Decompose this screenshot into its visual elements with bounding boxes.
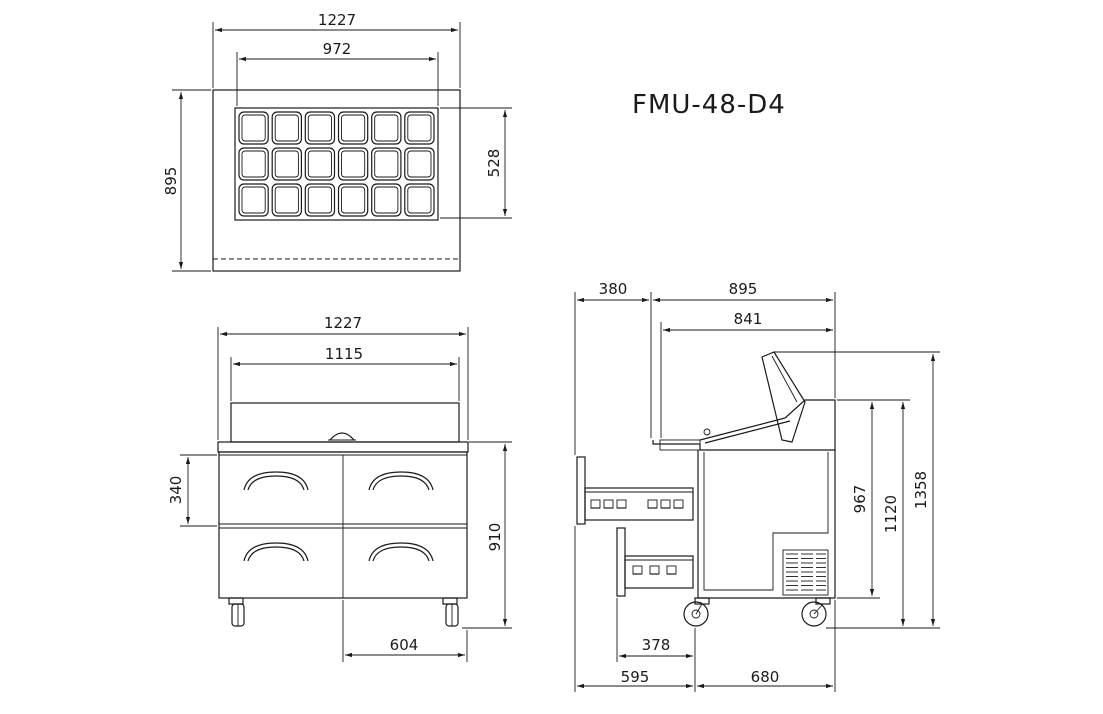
food-pan [404, 183, 435, 217]
food-pan [271, 147, 303, 181]
food-pan-inner [241, 186, 266, 214]
drawer-rail-bracket [616, 499, 627, 509]
food-pan-inner [274, 150, 299, 178]
dim-drawer-height: 340 [167, 476, 185, 505]
food-pan [238, 111, 269, 145]
food-pan [238, 183, 269, 217]
food-pan-inner [274, 114, 299, 142]
side-raised-lid [761, 351, 806, 443]
food-pan-inner [241, 114, 266, 142]
model-title: FMU-48-D4 [632, 90, 786, 120]
food-pan-inner [274, 186, 299, 214]
pan-grid [238, 111, 435, 217]
drawer-rail-bracket [632, 565, 643, 575]
food-pan-inner [341, 186, 366, 214]
front-lid [230, 402, 460, 443]
side-countertop [652, 399, 836, 451]
dim-top-width: 1227 [318, 11, 356, 29]
top-view-outline [212, 89, 461, 272]
food-pan [271, 111, 303, 145]
food-pan [271, 183, 303, 217]
drawer-rail-bracket [666, 565, 677, 575]
drawer-rail-bracket [649, 565, 660, 575]
food-pan-inner [307, 186, 332, 214]
food-pan [337, 147, 369, 181]
pan-frame [234, 107, 439, 221]
drawer-handle-4 [368, 542, 434, 562]
dim-front-width: 1227 [324, 314, 362, 332]
side-caster-rear [801, 597, 831, 627]
food-pan-inner [407, 114, 432, 142]
dim-pan-width: 972 [323, 40, 352, 58]
food-pan [404, 147, 435, 181]
food-pan [404, 111, 435, 145]
side-caster-front [683, 597, 710, 627]
food-pan [371, 111, 402, 145]
dim-drawer-width: 604 [390, 636, 419, 654]
front-view: 1227 1115 340 910 604 [167, 314, 512, 662]
food-pan [337, 111, 369, 145]
extended-drawer-lower [616, 527, 694, 597]
food-pan [304, 111, 336, 145]
food-pan [337, 183, 369, 217]
dim-drawer-pull: 595 [621, 668, 650, 686]
food-pan [304, 147, 336, 181]
food-pan-inner [241, 150, 266, 178]
food-pan-inner [307, 114, 332, 142]
food-pan-inner [407, 186, 432, 214]
food-pan-inner [374, 114, 399, 142]
front-countertop [217, 441, 469, 453]
drawer-rail-bracket [673, 499, 684, 509]
drawer-handle-1 [243, 471, 309, 491]
top-view: 1227 972 895 528 [162, 11, 512, 272]
food-pan [371, 147, 402, 181]
dim-side-depth: 895 [729, 280, 758, 298]
caster-left [228, 597, 245, 627]
side-body [697, 450, 836, 599]
drawer-handle-3 [243, 542, 309, 562]
dim-drawer-extension: 380 [599, 280, 628, 298]
food-pan-inner [374, 186, 399, 214]
dim-height-1120: 1120 [882, 495, 900, 533]
side-view: 380 895 841 967 1120 1358 378 595 [574, 280, 940, 692]
food-pan [304, 183, 336, 217]
dim-body-depth: 680 [751, 668, 780, 686]
drawer-rail-bracket [603, 499, 614, 509]
dim-top-depth: 895 [162, 167, 180, 196]
food-pan-inner [341, 114, 366, 142]
drawer-rail-bracket [590, 499, 601, 509]
caster-right [442, 597, 459, 627]
dim-drawer-depth: 378 [642, 636, 671, 654]
dim-height-1358: 1358 [912, 471, 930, 509]
dim-height-967: 967 [851, 485, 869, 514]
dim-front-inner-width: 1115 [325, 345, 363, 363]
food-pan [371, 183, 402, 217]
food-pan-inner [341, 150, 366, 178]
drawer-rail-bracket [647, 499, 658, 509]
dim-pan-depth: 528 [485, 149, 503, 178]
food-pan-inner [307, 150, 332, 178]
drawer-handle-2 [368, 471, 434, 491]
lid-handle [329, 432, 355, 441]
food-pan-inner [374, 150, 399, 178]
extended-drawer-upper [576, 456, 694, 525]
dim-counter-height: 910 [486, 523, 504, 552]
drawer-rail-bracket [660, 499, 671, 509]
food-pan-inner [407, 150, 432, 178]
dim-side-inner-depth: 841 [734, 310, 763, 328]
condenser-grille [786, 553, 826, 591]
food-pan [238, 147, 269, 181]
